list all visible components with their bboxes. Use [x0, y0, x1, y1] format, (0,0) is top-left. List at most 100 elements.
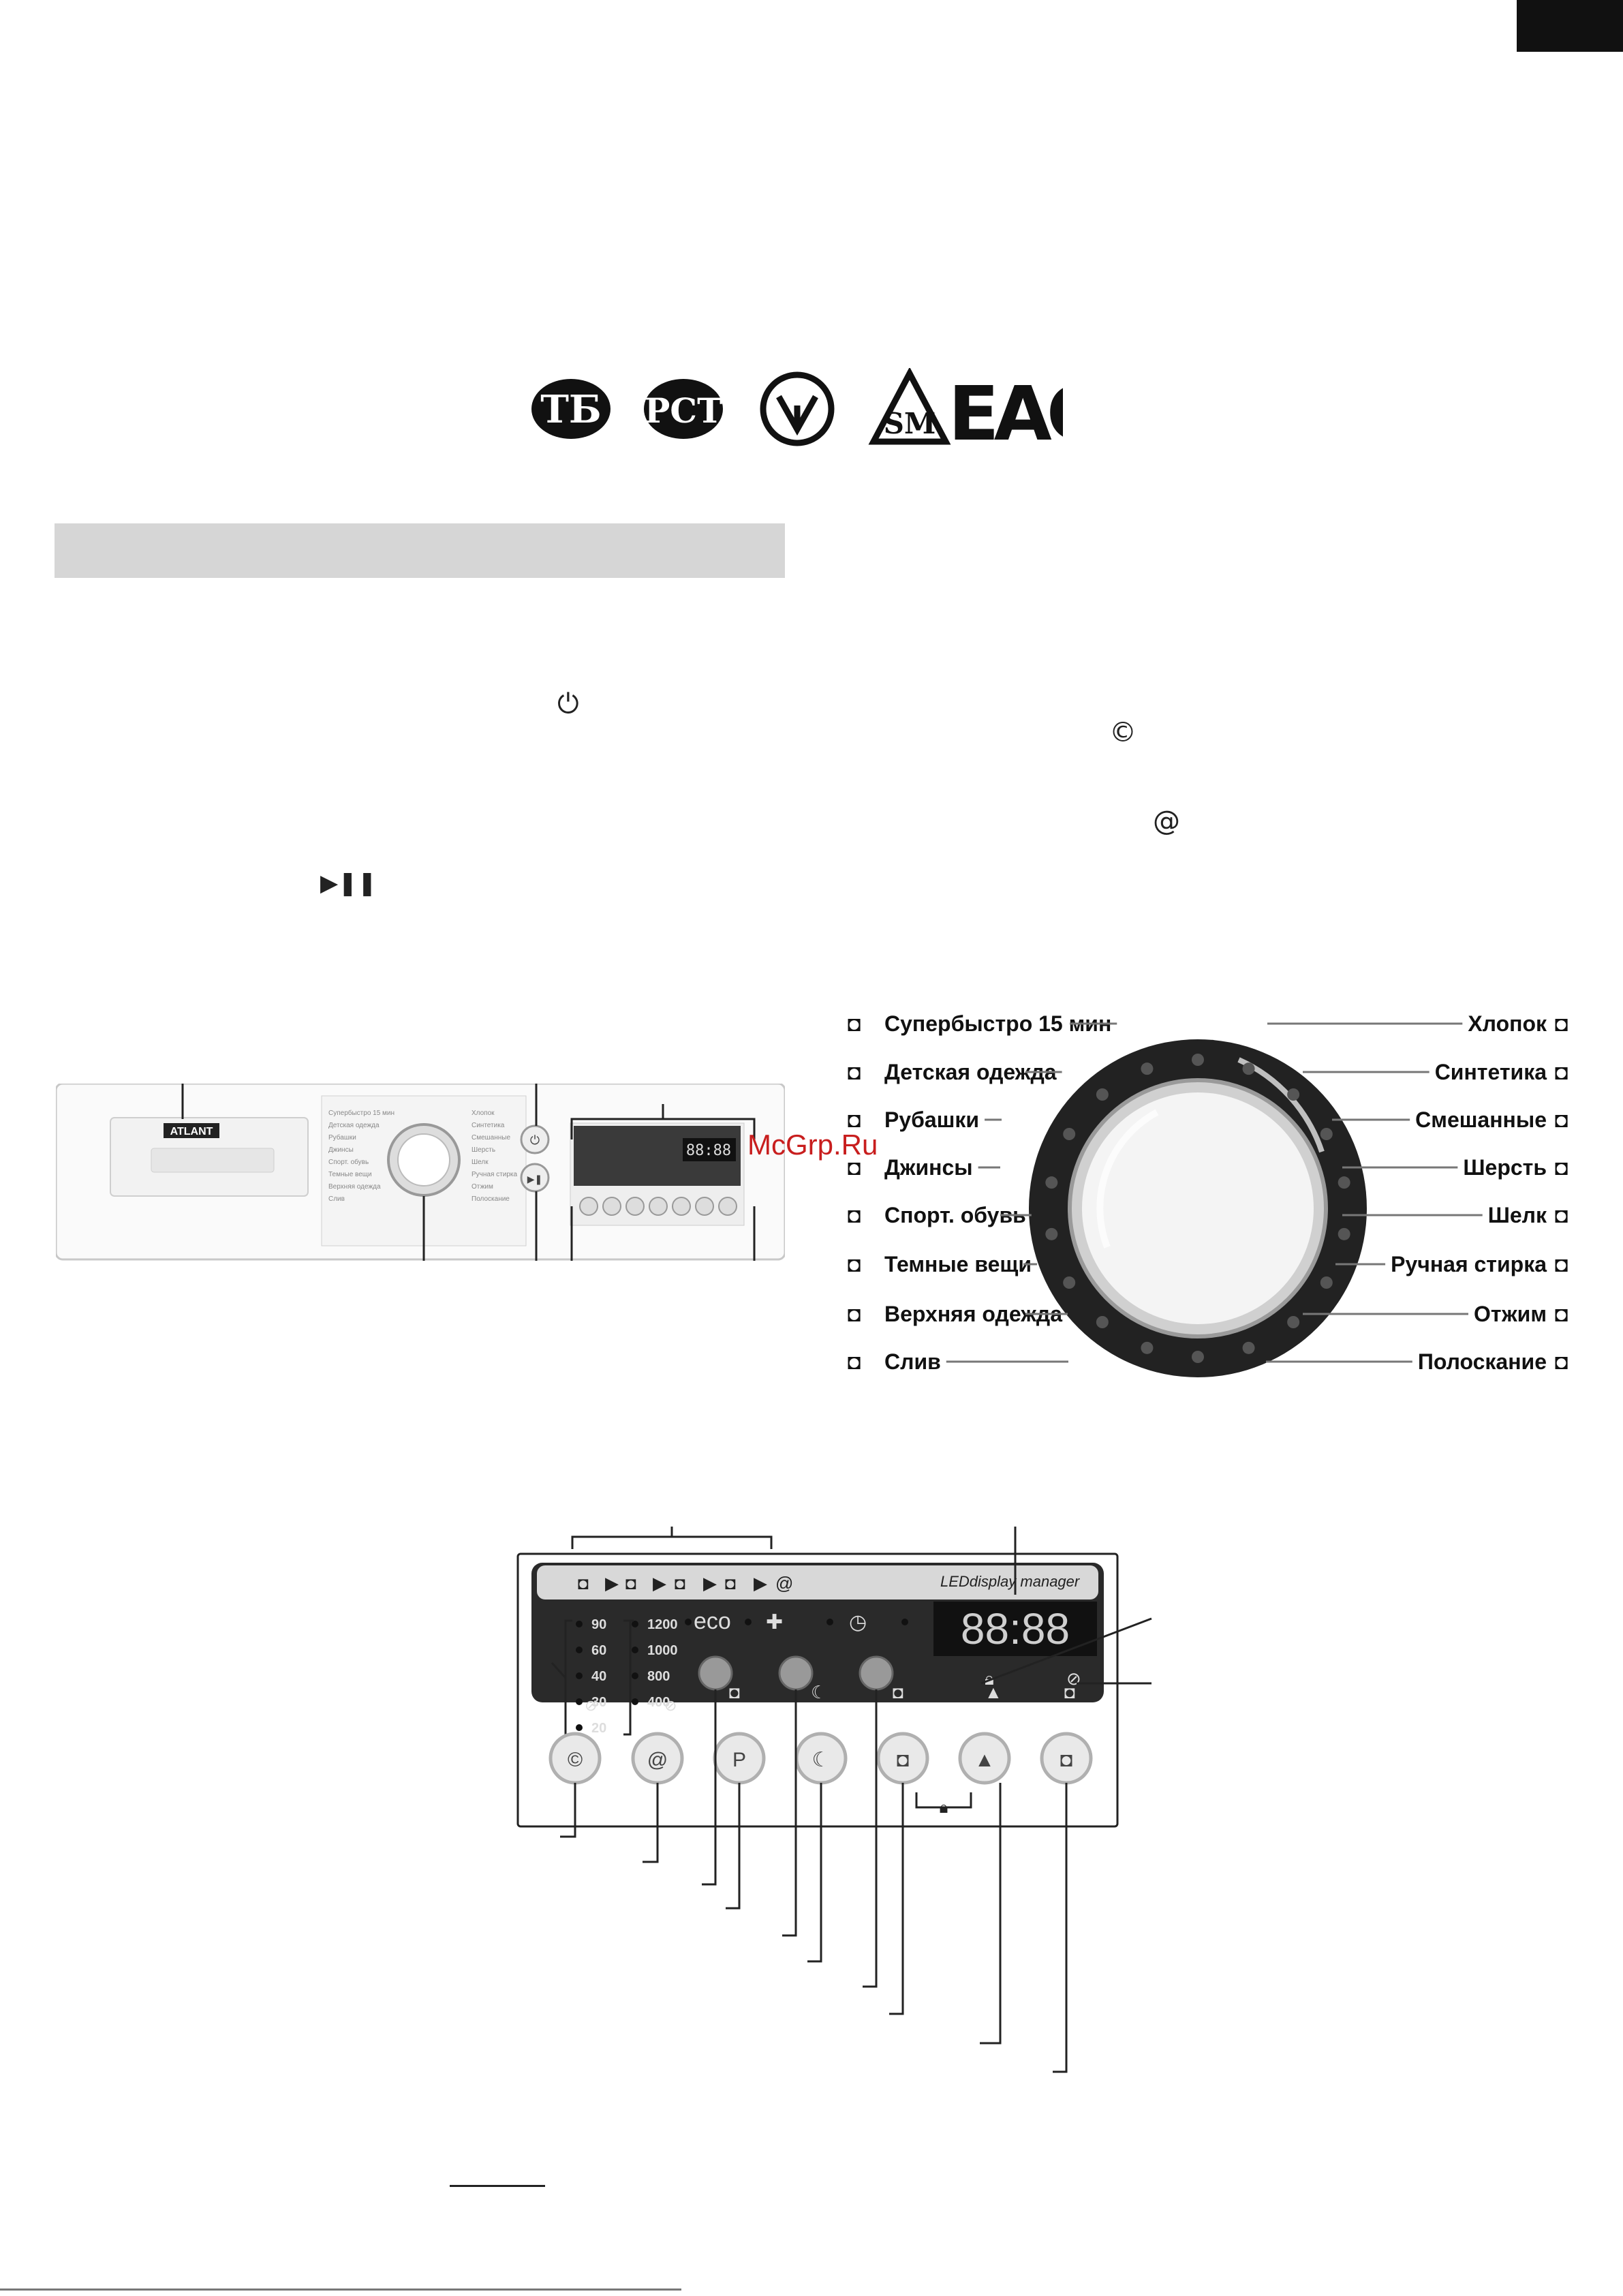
rst-certification-mark: PCT — [644, 379, 723, 439]
svg-text:©: © — [568, 1749, 583, 1771]
spin-selector-button — [778, 1655, 814, 1691]
svg-text:Ручная стирка: Ручная стирка — [472, 1171, 517, 1178]
dial-program-label: Полоскание — [1418, 1349, 1547, 1374]
dial-program-label: Рубашки — [884, 1107, 979, 1132]
dial-program-label: Темные вещи — [884, 1252, 1032, 1276]
dial-program-label: Хлопок — [1468, 1011, 1547, 1036]
dial-marker-dot — [1063, 1128, 1076, 1140]
power-button-small — [520, 1124, 550, 1154]
footnote-rule — [450, 2185, 545, 2187]
svg-text:Спорт. обувь: Спорт. обувь — [328, 1158, 369, 1166]
spin-icon: ◘ — [1555, 1302, 1568, 1326]
dial-marker-dot — [1192, 1351, 1204, 1363]
svg-text:▶: ▶ — [653, 1573, 666, 1593]
svg-text:Верхняя одежда: Верхняя одежда — [328, 1183, 381, 1191]
svg-text:▶: ▶ — [605, 1573, 619, 1593]
sm-certification-mark: SM — [868, 368, 951, 445]
program-dial-illustration: ◘Супербыстро 15 мин◘Детская одежда◘Рубаш… — [848, 1011, 1568, 1377]
baby-clothes-icon: ◘ — [848, 1060, 861, 1084]
svg-text:Смешанные: Смешанные — [472, 1134, 510, 1142]
svg-text:Детская одежда: Детская одежда — [328, 1122, 380, 1129]
svg-text:◘: ◘ — [1060, 1749, 1072, 1771]
svg-text:P: P — [732, 1749, 746, 1771]
easy-iron-button — [958, 1732, 1011, 1785]
dial-marker-dot — [1141, 1341, 1154, 1354]
dial-marker-dot — [1287, 1088, 1300, 1101]
power-icon: ⏻ — [557, 688, 579, 720]
svg-text:Отжим: Отжим — [472, 1183, 493, 1191]
dial-marker-dot — [1045, 1176, 1058, 1189]
hand-wash-icon: ◘ — [1555, 1252, 1568, 1276]
dial-marker-dot — [1045, 1227, 1058, 1240]
dial-program-label: Отжим — [1474, 1302, 1547, 1326]
temperature-led — [576, 1621, 583, 1627]
dial-marker-dot — [1096, 1088, 1109, 1101]
start-pause-button-small — [520, 1163, 550, 1193]
synthetics-icon: ◘ — [1555, 1060, 1568, 1084]
svg-text:Хлопок: Хлопок — [472, 1109, 495, 1117]
svg-text:88:88: 88:88 — [686, 1142, 731, 1159]
dial-marker-dot — [1192, 1054, 1204, 1066]
svg-text:Полоскание: Полоскание — [472, 1195, 510, 1203]
svg-text:▲: ▲ — [974, 1749, 995, 1771]
spin-speed-value: 400 — [647, 1695, 670, 1710]
dial-program-label: Ручная стирка — [1391, 1252, 1547, 1276]
spin-speed-led — [632, 1698, 638, 1705]
dial-marker-dot — [1141, 1062, 1154, 1075]
drain-icon: ◘ — [848, 1349, 861, 1374]
page-corner-tab — [1517, 0, 1623, 52]
dial-program-label: Смешанные — [1415, 1107, 1547, 1132]
dial-program-label: Синтетика — [1435, 1060, 1547, 1084]
prewash-indicator-icon: ◘ — [729, 1682, 740, 1702]
rinse-stage-icon: ◘ — [675, 1573, 685, 1593]
svg-text:@: @ — [647, 1749, 668, 1771]
certification-marks: ТБ PCT SM EAC — [531, 368, 1063, 450]
delay-timer-icon: ◷ — [849, 1611, 867, 1634]
svg-text:Шерсть: Шерсть — [472, 1146, 495, 1154]
page-bottom-rule — [0, 2289, 681, 2291]
svg-text:Рубашки: Рубашки — [328, 1133, 356, 1142]
prewash-stage-icon: ◘ — [578, 1573, 589, 1593]
svg-text:Синтетика: Синтетика — [472, 1122, 505, 1129]
temp-selector-button — [698, 1655, 733, 1691]
dial-marker-dot — [1338, 1176, 1350, 1189]
svg-text:ТБ: ТБ — [540, 387, 602, 432]
svg-text:Супербыстро 15 мин: Супербыстро 15 мин — [328, 1109, 395, 1117]
svg-text:PCT: PCT — [645, 391, 723, 431]
spin-speed-value: 800 — [647, 1669, 670, 1684]
timer-selector-button — [859, 1655, 894, 1691]
rinse-icon: ◘ — [1555, 1349, 1568, 1374]
function-buttons-row: © @ P ☾ ◘ ▲ ◘ — [548, 1732, 1093, 1785]
easy-iron-indicator-icon: ▲ — [985, 1682, 1002, 1702]
section-header-bar — [55, 523, 785, 578]
dial-marker-dot — [1338, 1227, 1350, 1240]
dark-tshirt-icon: ◘ — [848, 1252, 861, 1276]
led-display-label: LEDdisplay manager — [940, 1573, 1081, 1590]
eac-certification-mark: EAC — [948, 370, 1063, 450]
led-display-panel-illustration: ◘ ▶ ◘ ▶ ◘ ▶ ◘ ▶ @ LEDdisplay manager 906… — [516, 1527, 1152, 2073]
silk-icon: ◘ — [1555, 1203, 1568, 1227]
svg-text:▶❚: ▶❚ — [527, 1174, 543, 1185]
temperature-value: 20 — [591, 1721, 606, 1736]
svg-text:◘: ◘ — [897, 1749, 909, 1771]
svg-text:⏻: ⏻ — [530, 1133, 540, 1148]
dial-program-label: Шелк — [1488, 1203, 1547, 1227]
superfast-icon: ◘ — [848, 1011, 861, 1036]
svg-text:Слив: Слив — [328, 1195, 345, 1203]
svg-text:▶: ▶ — [754, 1573, 767, 1593]
drain-indicator-icon: ◘ — [1064, 1682, 1075, 1702]
spin-speed-led — [632, 1647, 638, 1653]
watermark-text: McGrp.Ru — [747, 1129, 878, 1161]
wash-stage-icon: ◘ — [625, 1573, 636, 1593]
svg-text:Темные вещи: Темные вещи — [328, 1171, 372, 1178]
spin-speed-led — [632, 1672, 638, 1679]
cotton-icon: ◘ — [1555, 1011, 1568, 1036]
jacket-icon: ◘ — [848, 1302, 861, 1326]
dial-marker-dot — [1287, 1315, 1300, 1328]
temperature-value: 30 — [591, 1695, 606, 1710]
no-heat-icon: ⊘ — [585, 1697, 597, 1714]
dial-marker-dot — [1320, 1128, 1333, 1140]
svg-text:▶: ▶ — [703, 1573, 717, 1593]
play-pause-icon: ▶❚❚ — [320, 870, 377, 897]
